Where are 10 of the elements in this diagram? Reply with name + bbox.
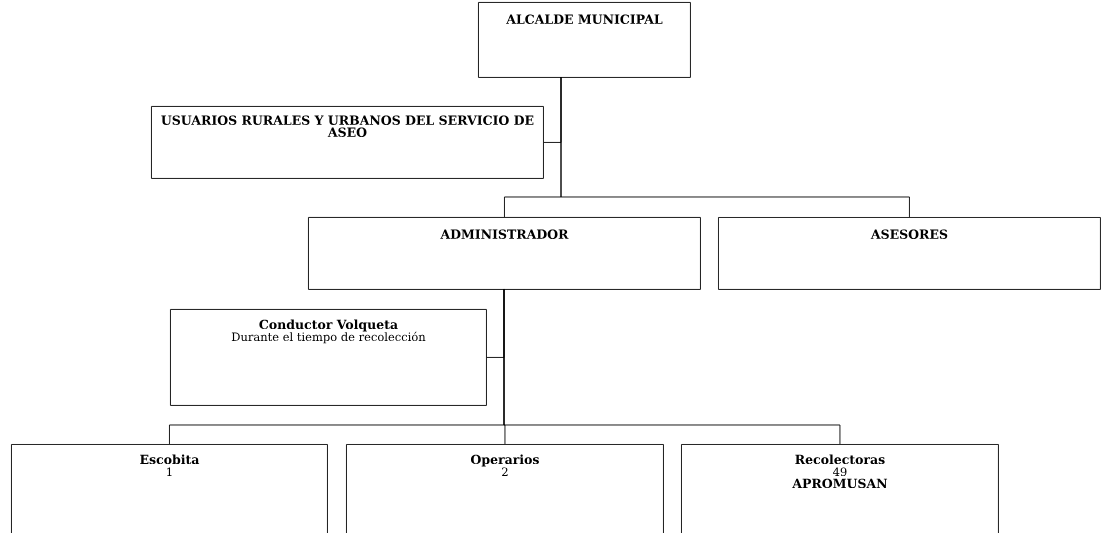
org-box: Recolectoras 49 APROMUSAN	[681, 444, 999, 533]
org-box: Escobita 1	[11, 444, 328, 533]
org-box: ALCALDE MUNICIPAL	[478, 2, 691, 78]
connector-line	[560, 76, 910, 218]
connector-line	[503, 288, 841, 445]
org-box: ADMINISTRADOR	[308, 217, 701, 290]
org-box: Operarios 2	[346, 444, 664, 533]
org-box: Conductor Volqueta Durante el tiempo de recolección	[170, 309, 487, 406]
org-box: USUARIOS RURALES Y URBANOS DEL SERVICIO DE ASEO	[151, 106, 544, 179]
org-box: ASESORES	[718, 217, 1101, 290]
